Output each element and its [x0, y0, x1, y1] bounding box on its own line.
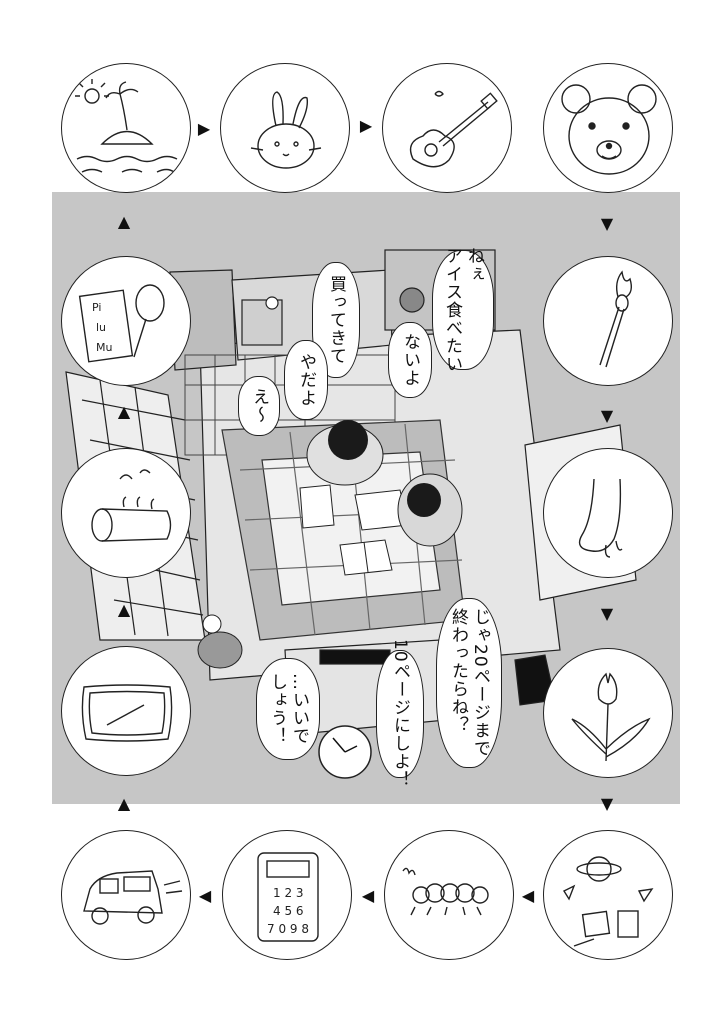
bear-drawing [543, 63, 673, 193]
arrow-left-2: ◀ [361, 886, 375, 905]
caterpillar-drawing [384, 830, 514, 960]
arrow-right-1: ▶ [197, 119, 211, 138]
match-icon [599, 270, 633, 368]
arrow-down-2: ▼ [600, 406, 614, 425]
svg-text:4 5 6: 4 5 6 [273, 904, 304, 918]
card-icon: Pi lu Mu [78, 284, 165, 363]
guitar-drawing [382, 63, 512, 193]
calculator-icon: 1 2 3 4 5 6 7 0 9 8 [257, 852, 319, 942]
rabbit-icon [250, 91, 322, 169]
speech-bubble-nee: ねぇ アイス食べたい [432, 247, 494, 373]
arrow-up-1: ▲ [117, 794, 131, 813]
svg-text:lu: lu [96, 321, 106, 334]
island-palm-icon [75, 79, 178, 173]
match-drawing [543, 256, 673, 386]
mat-drawing [61, 646, 191, 776]
arrow-left-3: ◀ [198, 886, 212, 905]
svg-text:7 0 9 8: 7 0 9 8 [267, 922, 309, 936]
bear-face-icon [561, 84, 657, 175]
mat-icon [81, 684, 173, 742]
svg-text:Pi: Pi [92, 301, 101, 314]
speech-bubble-ee: え〜 [238, 376, 280, 436]
planet-icon [562, 856, 654, 947]
tulip-drawing [543, 648, 673, 778]
caterpillar-icon [402, 867, 489, 916]
arrow-up-2: ▲ [117, 600, 131, 619]
bathtub-drawing [61, 448, 191, 578]
wall-clock [318, 725, 372, 779]
speech-bubble-nai: ないよ [388, 322, 432, 398]
arrow-down-4: ▼ [600, 794, 614, 813]
parent-figure [397, 473, 463, 547]
foot-drawing [543, 448, 673, 578]
letter-card-drawing: Pi lu Mu [61, 256, 191, 386]
speech-bubble-iide: …いいで しょう！ [256, 658, 320, 760]
svg-text:Mu: Mu [96, 341, 112, 354]
island-drawing [61, 63, 191, 193]
space-drawing [543, 830, 673, 960]
car-icon [83, 870, 183, 925]
speech-bubble-yada: やだよ [284, 340, 328, 420]
arrow-left-1: ◀ [521, 886, 535, 905]
guitar-icon [409, 90, 498, 168]
arrow-down-1: ▼ [600, 214, 614, 233]
books-on-table [299, 484, 409, 576]
arrow-up-4: ▲ [117, 212, 131, 231]
bathtub-icon [91, 469, 172, 542]
speech-bubble-juu: 10ページにしよ！ [376, 639, 424, 789]
arrow-down-3: ▼ [600, 604, 614, 623]
svg-text:1 2 3: 1 2 3 [273, 886, 304, 900]
calculator-drawing: 1 2 3 4 5 6 7 0 9 8 [222, 830, 352, 960]
floor-lamp [197, 614, 243, 669]
arrow-up-3: ▲ [117, 402, 131, 421]
rabbit-drawing [220, 63, 350, 193]
speech-bubble-jaa: じゃ20ページまで 終わったらね？ [436, 598, 502, 768]
arrow-right-2: ▶ [359, 116, 373, 135]
car-drawing [61, 830, 191, 960]
foot-icon [578, 478, 623, 558]
tulip-icon [571, 672, 651, 762]
child-figure [306, 420, 384, 486]
